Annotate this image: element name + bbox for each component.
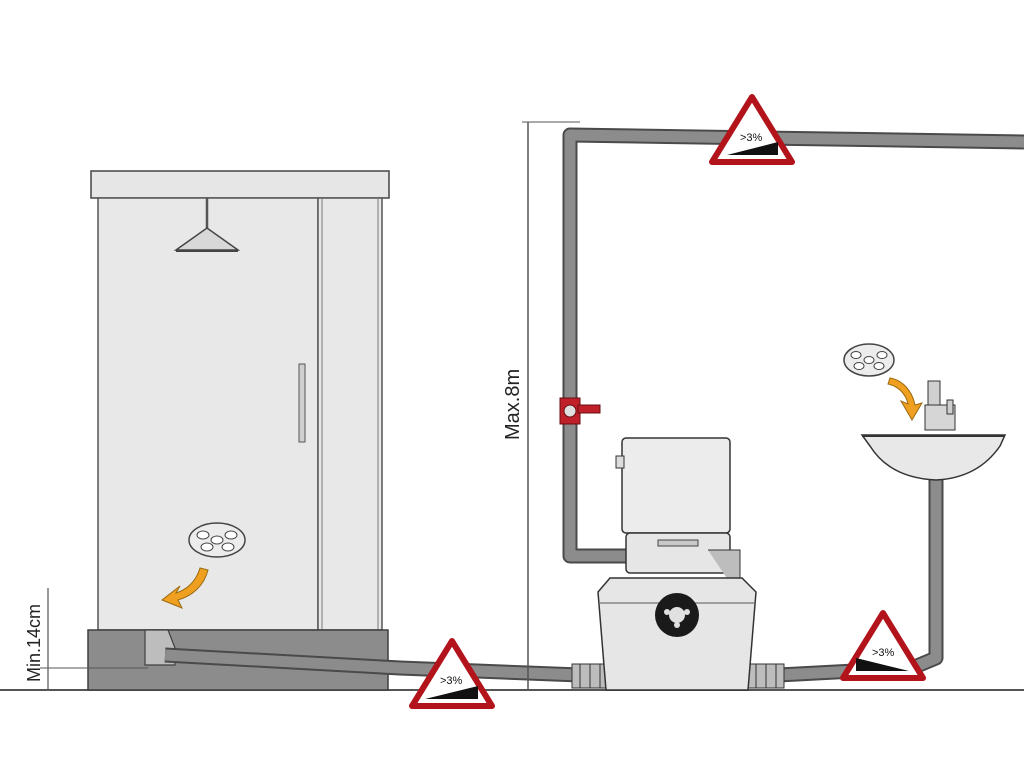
drain-icon — [843, 343, 895, 377]
dimension-max: Max.8m — [502, 121, 580, 690]
slope-warning-icon: >3% — [409, 638, 495, 709]
shower-icon — [173, 198, 241, 252]
faucet-icon — [924, 380, 956, 431]
slope-label-bottom-right: >3% — [872, 647, 895, 659]
slope-warning-icon: >3% — [840, 610, 926, 681]
max-height-label: Max.8m — [502, 369, 524, 440]
sink-icon — [860, 434, 1007, 481]
slope-label-bottom-left: >3% — [440, 675, 463, 687]
pipe-couplings — [571, 663, 785, 689]
shower-panel-left — [97, 197, 319, 631]
door-handle — [298, 363, 306, 443]
flow-arrow-icon — [887, 377, 924, 421]
pump-unit-icon — [597, 437, 757, 691]
shower-panel-right — [317, 197, 383, 631]
shower-roof — [90, 170, 390, 199]
valve-icon — [559, 397, 601, 425]
flow-arrow-icon — [161, 567, 209, 609]
drain-icon — [188, 522, 246, 558]
shower-cabin — [87, 170, 390, 691]
slope-warning-icon: >3% — [709, 94, 795, 165]
dimension-min: Min.14cm — [24, 588, 148, 690]
slope-label-top: >3% — [740, 132, 763, 144]
min-height-label: Min.14cm — [24, 604, 44, 682]
